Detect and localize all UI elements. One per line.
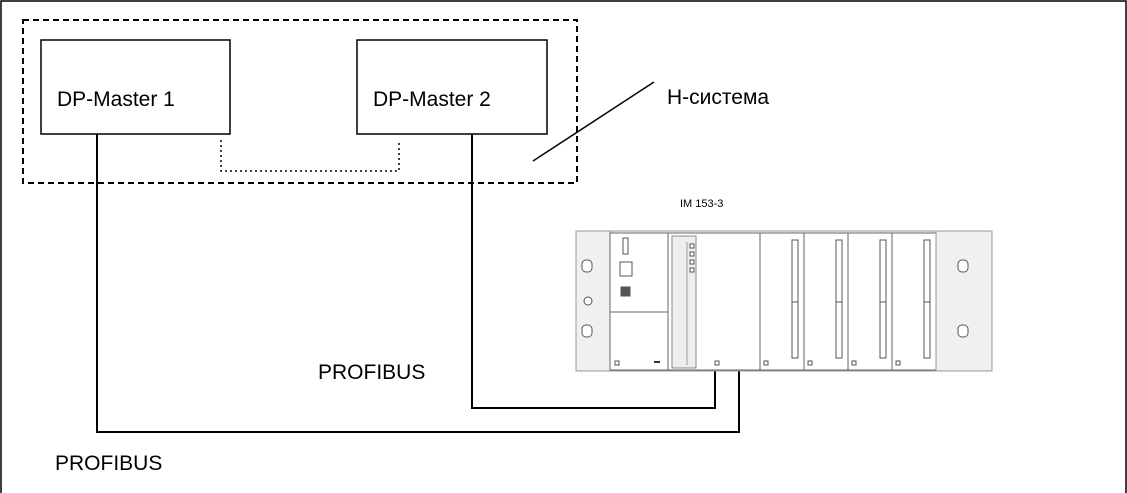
dp-master-2-box: DP-Master 2 (356, 39, 548, 135)
dp-master-1-label: DP-Master 1 (57, 88, 175, 111)
profibus-label-upper: PROFIBUS (318, 361, 425, 384)
power-supply-module (609, 232, 669, 371)
io-module-1 (759, 232, 805, 371)
io-module-3 (847, 232, 893, 371)
dp-master-1-box: DP-Master 1 (40, 39, 231, 135)
dp-master-2-label: DP-Master 2 (373, 88, 491, 111)
et200m-station (575, 230, 993, 372)
redundancy-link (220, 140, 400, 172)
profibus-label-lower: PROFIBUS (55, 452, 162, 475)
profibus-line-2 (471, 134, 716, 409)
io-module-2 (803, 232, 849, 371)
io-module-4 (891, 232, 937, 371)
profibus-line-1 (96, 134, 740, 433)
h-system-label: H-система (667, 86, 769, 109)
h-system-pointer (532, 81, 655, 162)
h-system-boundary (22, 19, 578, 184)
module-label: IM 153-3 (680, 198, 723, 210)
